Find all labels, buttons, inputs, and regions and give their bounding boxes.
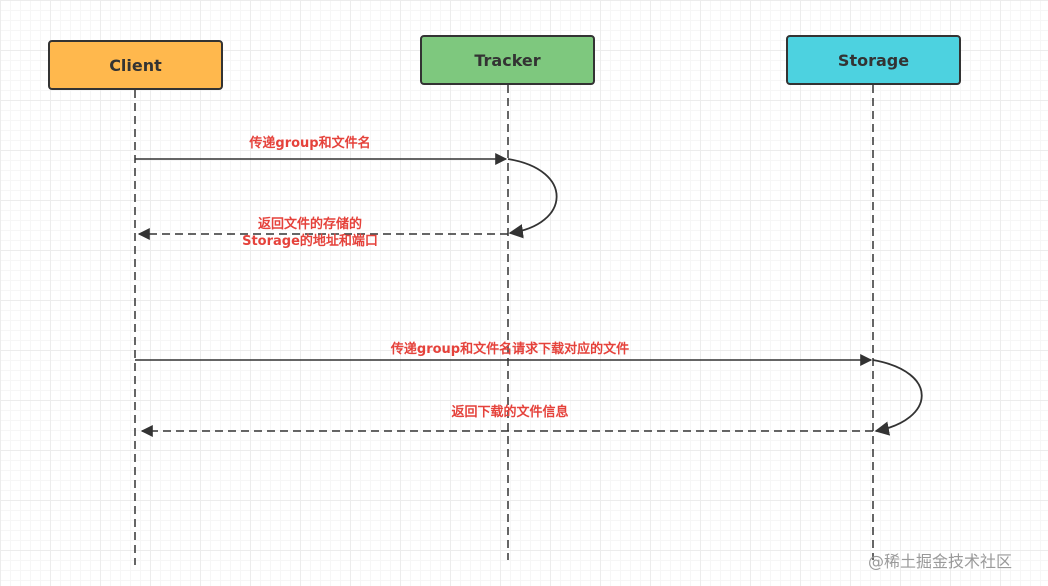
storage-process-curve xyxy=(872,359,923,436)
message-return-storage-address: 返回文件的存储的 Storage的地址和端口 xyxy=(140,216,480,250)
storage-actor-box: Storage xyxy=(786,35,961,85)
message-send-group-filename: 传递group和文件名 xyxy=(249,136,371,151)
message-return-file-info: 返回下载的文件信息 xyxy=(451,405,569,420)
message-return-line-1: 返回文件的存储的 xyxy=(257,217,362,232)
message-return-line-2: Storage的地址和端口 xyxy=(242,234,378,249)
tracker-actor-label: Tracker xyxy=(474,50,541,70)
storage-actor-label: Storage xyxy=(837,50,910,70)
tracker-process-curve xyxy=(507,158,558,239)
message-request-download: 传递group和文件名请求下载对应的文件 xyxy=(390,342,630,357)
client-actor-label: Client xyxy=(109,55,162,75)
tracker-actor-box: Tracker xyxy=(420,35,595,85)
client-actor-box: Client xyxy=(48,40,223,90)
watermark: @稀土掘金技术社区 xyxy=(868,552,1013,571)
